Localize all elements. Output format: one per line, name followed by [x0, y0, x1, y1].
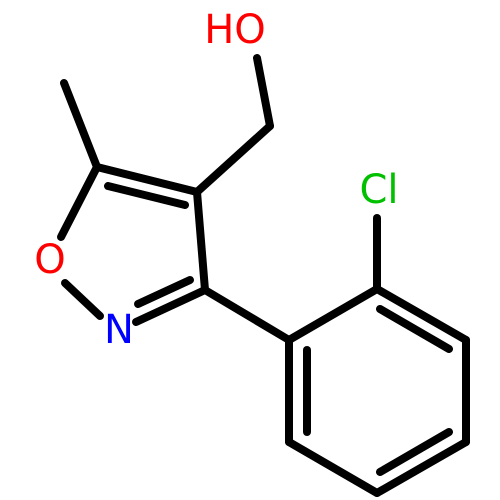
c3-c4-bond: [193, 188, 209, 294]
benzene-bond-1: [285, 285, 381, 344]
chlorine-label: Cl: [359, 167, 398, 213]
methyl-bond: [60, 79, 101, 171]
n2-c3-inner-bond: [134, 276, 194, 308]
c5-o1-bond: [57, 163, 101, 241]
ring-oxygen-label: O: [34, 237, 65, 283]
c4-ch2-bond: [193, 122, 274, 196]
c4-c5-bond: [93, 163, 201, 196]
ch2-oh-bond: [253, 54, 274, 130]
c4-c5-inner-bond: [104, 182, 189, 209]
benzene-bond-2-inner: [376, 305, 453, 353]
ring-nitrogen-label: N: [104, 307, 134, 353]
benzene-bond-2: [373, 285, 470, 344]
n2-c3-bond: [132, 286, 209, 326]
benzene-bond-4-inner: [376, 428, 453, 476]
benzene-bond-4: [373, 438, 470, 497]
hydroxyl-label: HO: [204, 7, 266, 53]
c3-aryl-bond: [201, 286, 293, 344]
benzene-bond-5: [285, 438, 381, 497]
o1-n2-bond: [61, 279, 104, 320]
